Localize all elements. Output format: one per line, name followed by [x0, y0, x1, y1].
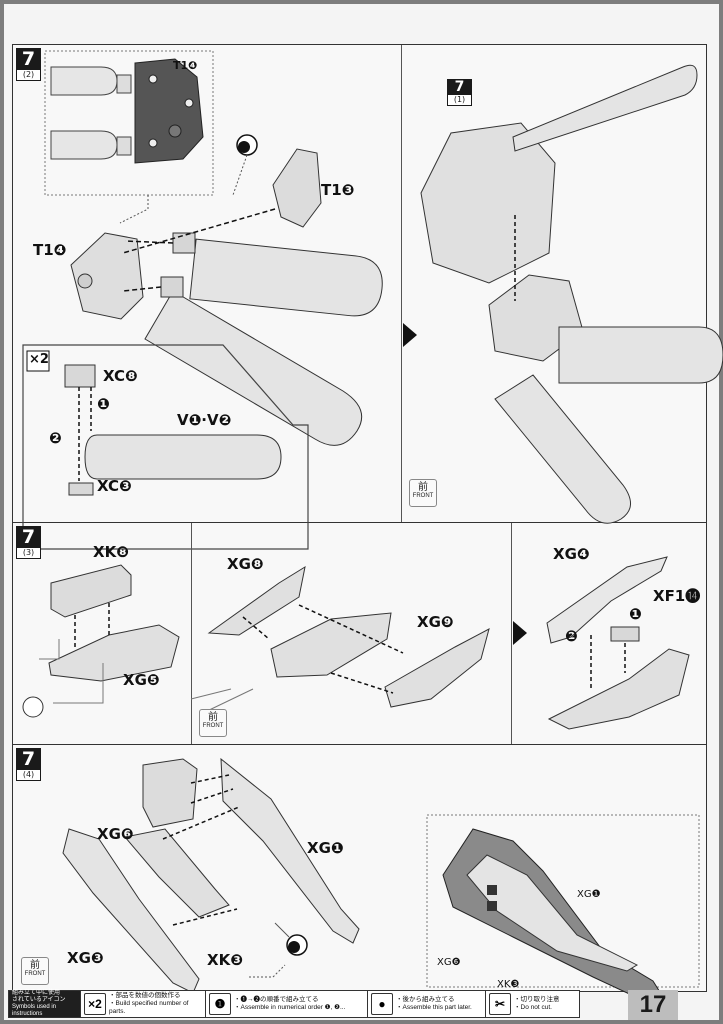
- next-arrow: [403, 323, 417, 347]
- order-marker-2: ❷: [49, 429, 62, 447]
- instruction-page: 7 (2): [4, 4, 723, 1020]
- legend-item-nocut: ✂ ・切り取り注意・Do not cut.: [486, 991, 579, 1017]
- step-sub: (3): [16, 548, 41, 559]
- order-marker-2: ❷: [565, 627, 578, 645]
- part-label-xk8: XK❽: [93, 543, 129, 561]
- section-divider: [191, 523, 192, 744]
- order-icon: ❶: [209, 993, 231, 1015]
- part-label-xc8: XC❽: [103, 367, 138, 385]
- section-divider: [511, 523, 512, 744]
- part-label-xg8: XG❽: [227, 555, 264, 573]
- part-label-xk3: XK❸: [207, 951, 243, 969]
- legend-en: ・Do not cut.: [514, 1004, 552, 1011]
- step-badge-7-4: 7 (4): [16, 748, 41, 781]
- front-orientation-badge: 前 FRONT: [409, 479, 437, 507]
- step-sub: (4): [16, 770, 41, 781]
- part-label-xg9: XG❾: [417, 613, 454, 631]
- step-sub: (2): [16, 70, 41, 81]
- legend-item-order: ❶ ・❶→❷の順番で組み立てる・Assemble in numerical or…: [206, 991, 368, 1017]
- part-label-xc3: XC❸: [97, 477, 132, 495]
- front-text: FRONT: [202, 723, 224, 729]
- front-text: FRONT: [412, 493, 434, 499]
- front-text: FRONT: [24, 971, 46, 977]
- step-7-2-section: 7 (2): [13, 45, 723, 550]
- legend-heading-line3: Symbols used in instructions: [12, 1004, 57, 1017]
- part-label-xg5: XG❺: [123, 671, 160, 689]
- legend-jp: ・❶→❷の順番で組み立てる: [234, 996, 319, 1003]
- ref-number: 7: [447, 79, 472, 95]
- legend-item-later: ● ・後から組み立てる・Assemble this part later.: [368, 991, 486, 1017]
- part-label-xg1: XG❶: [307, 839, 344, 857]
- front-kanji: 前: [208, 712, 218, 723]
- step-badge-7-3: 7 (3): [16, 526, 41, 559]
- part-label-t1-4: T1❹: [33, 241, 67, 259]
- instruction-frame: 7 (2): [12, 44, 723, 1006]
- step-number: 7: [16, 48, 41, 70]
- step-7-4-section: 7 (4): [13, 745, 706, 1006]
- legend-jp: ・後から組み立てる: [396, 996, 455, 1003]
- step-number: 7: [16, 748, 41, 770]
- step-7-3-section: 7 (3): [13, 523, 706, 745]
- reference-badge-7-1: 7 (1): [447, 79, 472, 106]
- order-marker-1: ❶: [629, 605, 642, 623]
- legend-item-quantity: ×2 ・部品を数値の個数作る・Build specified number of…: [81, 991, 206, 1017]
- legend-jp: ・部品を数値の個数作る: [109, 992, 181, 999]
- part-label-t1-4-inset: T1❹: [173, 59, 198, 72]
- front-orientation-badge: 前 FRONT: [21, 957, 49, 985]
- part-label-v1v2: V❶·V❷: [177, 411, 232, 429]
- next-arrow: [513, 621, 527, 645]
- step-7-2-diagram: [22, 50, 723, 550]
- legend-heading-line2: されているアイコン: [12, 997, 66, 1003]
- legend-jp: ・切り取り注意: [514, 996, 560, 1003]
- step-badge-7-2: 7 (2): [16, 48, 41, 81]
- detail-label-xg1: XG❶: [577, 889, 601, 900]
- legend-en: ・Build specified number of parts.: [109, 1000, 189, 1015]
- legend-heading: 組み立て中に使用 されているアイコン Symbols used in instr…: [9, 990, 81, 1017]
- step-7-3-diagram: [22, 556, 690, 730]
- part-label-xg6: XG❻: [97, 825, 134, 843]
- part-label-t1-3: T1❸: [321, 181, 355, 199]
- legend-en: ・Assemble this part later.: [396, 1004, 472, 1011]
- detail-label-xk3: XK❸: [497, 979, 520, 990]
- do-not-cut-icon: ✂: [489, 993, 511, 1015]
- step-7-4-diagram: [62, 757, 700, 1006]
- front-kanji: 前: [30, 960, 40, 971]
- front-kanji: 前: [418, 482, 428, 493]
- step-number: 7: [16, 526, 41, 548]
- part-label-xg3: XG❸: [67, 949, 104, 967]
- legend-en: ・Assemble in numerical order ❶, ❷...: [234, 1004, 346, 1011]
- ref-sub: (1): [447, 95, 472, 106]
- symbols-legend: 組み立て中に使用 されているアイコン Symbols used in instr…: [8, 990, 580, 1018]
- detail-label-xg6: XG❻: [437, 957, 461, 968]
- page-number: 17: [628, 990, 678, 1020]
- legend-heading-line1: 組み立て中に使用: [12, 990, 61, 996]
- section-divider: [401, 45, 402, 522]
- assemble-later-icon: ●: [371, 993, 393, 1015]
- front-orientation-badge: 前 FRONT: [199, 709, 227, 737]
- part-label-xf1-14: XF1⓮: [653, 587, 701, 605]
- quantity-x2: ×2: [29, 352, 49, 367]
- quantity-icon: ×2: [84, 993, 106, 1015]
- part-label-xg4: XG❹: [553, 545, 590, 563]
- order-marker-1: ❶: [97, 395, 110, 413]
